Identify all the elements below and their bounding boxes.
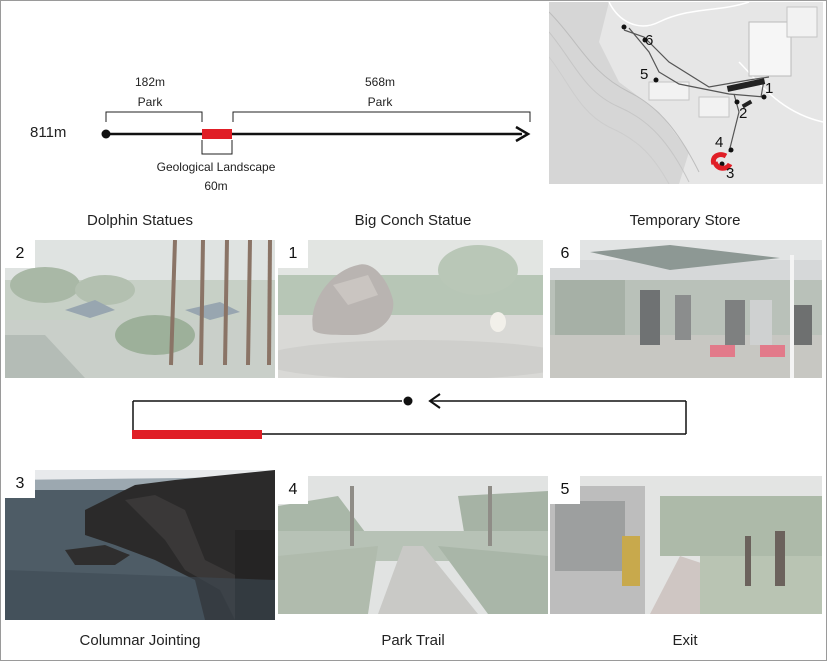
photo-park-trail: 4 xyxy=(278,476,548,614)
photo-number-6: 6 xyxy=(550,240,580,268)
photo-columnar-jointing: 3 xyxy=(5,470,275,620)
caption-dolphin-statues: Dolphin Statues xyxy=(87,212,193,229)
caption-temporary-store: Temporary Store xyxy=(629,212,741,229)
highlight-bracket xyxy=(201,140,233,155)
caption-columnar-jointing: Columnar Jointing xyxy=(79,632,201,649)
segment2-distance: 568m xyxy=(364,75,396,89)
highlight-distance: 60m xyxy=(204,179,228,193)
segment2-bracket xyxy=(232,111,531,122)
map-marker-1: 1 xyxy=(765,80,774,97)
map-graphic xyxy=(549,2,823,184)
highlight-segment xyxy=(202,129,232,139)
caption-park-trail: Park Trail xyxy=(381,632,445,649)
loop-arrowhead xyxy=(428,393,441,409)
loop-highlight-segment xyxy=(132,430,262,439)
segment2-label: Park xyxy=(367,95,393,109)
loop-start-dot xyxy=(403,396,413,406)
segment1-label: Park xyxy=(137,95,163,109)
photo-exit: 5 xyxy=(550,476,822,614)
photo-big-conch-statue: 1 xyxy=(278,240,543,378)
map-marker-5: 5 xyxy=(640,66,649,83)
photo-number-3: 3 xyxy=(5,470,35,498)
caption-exit: Exit xyxy=(672,632,698,649)
photo-temporary-store: 6 xyxy=(550,240,822,378)
route-loop-diagram xyxy=(132,393,687,439)
segment1-bracket xyxy=(105,111,203,122)
route-start-dot xyxy=(101,129,111,139)
photo-number-4: 4 xyxy=(278,476,308,504)
map-marker-6: 6 xyxy=(645,32,654,49)
route-map: 1 2 3 4 5 6 xyxy=(549,2,823,184)
photo-number-1: 1 xyxy=(278,240,308,268)
map-marker-3: 3 xyxy=(726,165,735,182)
route-bar-diagram xyxy=(101,111,531,155)
photo-dolphin-statues: 2 xyxy=(5,240,275,378)
segment1-distance: 182m xyxy=(134,75,166,89)
photo-number-2: 2 xyxy=(5,240,35,268)
map-marker-4: 4 xyxy=(715,134,724,151)
photo-number-5: 5 xyxy=(550,476,580,504)
total-length-label: 811m xyxy=(30,124,67,141)
highlight-label: Geological Landscape xyxy=(156,160,276,174)
map-marker-2: 2 xyxy=(739,105,748,122)
caption-big-conch-statue: Big Conch Statue xyxy=(354,212,472,229)
route-arrowhead xyxy=(515,125,531,143)
